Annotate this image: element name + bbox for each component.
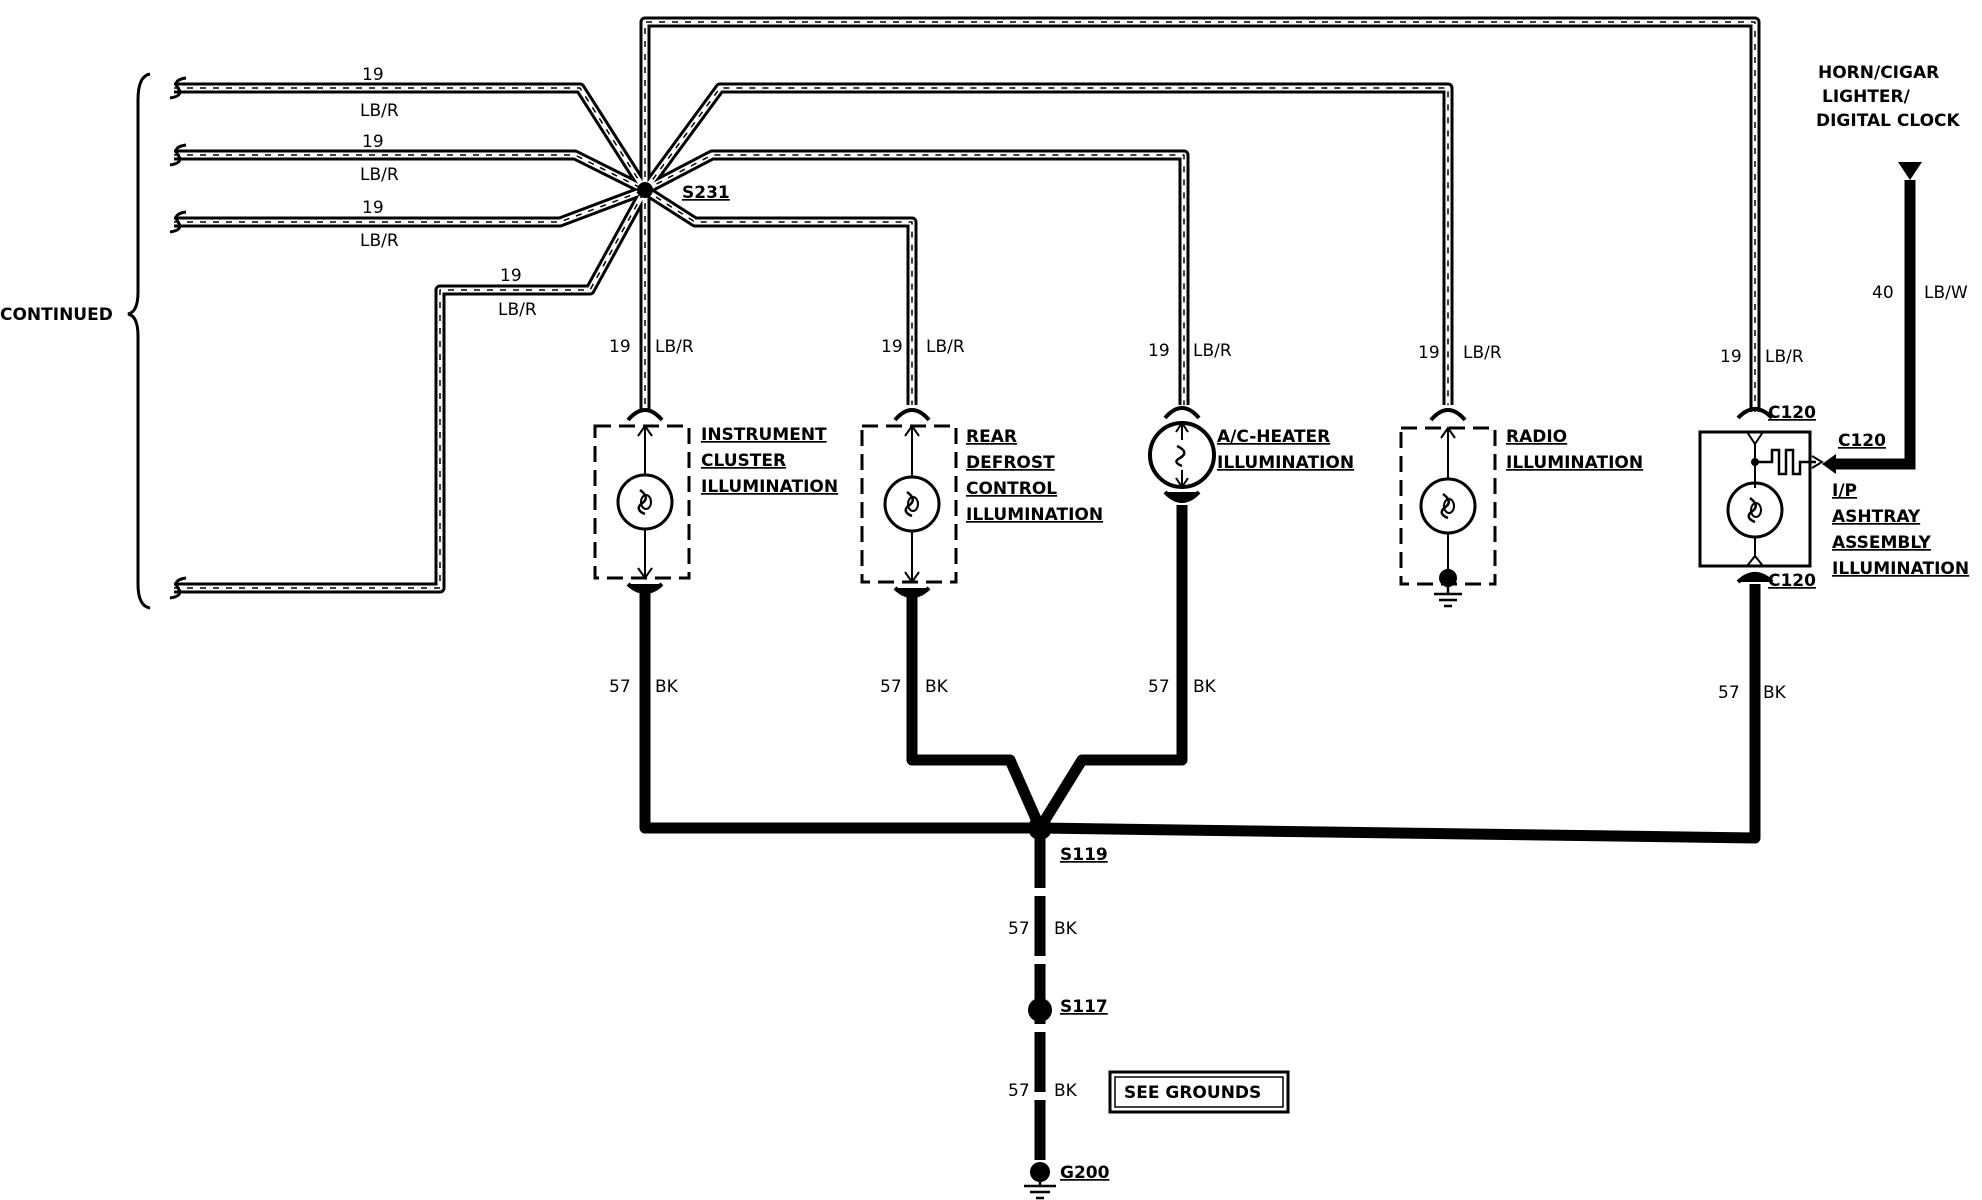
svg-text:BK: BK — [1763, 683, 1787, 703]
svg-text:57: 57 — [609, 677, 631, 697]
splice-s117-label: S117 — [1060, 997, 1108, 1017]
svg-text:19: 19 — [362, 198, 384, 218]
svg-text:57: 57 — [1148, 677, 1170, 697]
svg-text:19: 19 — [609, 337, 631, 357]
ashtray-label-1: I/P — [1832, 481, 1857, 501]
splice-s117-dot — [1028, 998, 1052, 1022]
ashtray-assembly-illumination — [1698, 407, 1824, 584]
svg-text:BK: BK — [1054, 919, 1078, 939]
svg-text:57: 57 — [1008, 919, 1030, 939]
power-wire — [1832, 180, 1916, 470]
rear-defrost-control-illumination — [860, 408, 958, 598]
svg-text:BK: BK — [655, 677, 679, 697]
svg-text:LB/R: LB/R — [360, 101, 399, 121]
svg-text:LB/R: LB/R — [1193, 341, 1232, 361]
c120-right-label: C120 — [1838, 431, 1886, 451]
left-wire-labels: 19 LB/R 19 LB/R 19 LB/R 19 LB/R — [360, 65, 537, 320]
ground-g200-symbol — [1024, 1180, 1056, 1200]
ac-heater-illumination — [1148, 406, 1216, 503]
splice-s119-label: S119 — [1060, 845, 1108, 865]
svg-text:BK: BK — [1054, 1081, 1078, 1101]
ground-g200-dot — [1030, 1162, 1050, 1182]
svg-text:19: 19 — [362, 65, 384, 85]
svg-text:19: 19 — [881, 337, 903, 357]
svg-text:SEE GROUNDS: SEE GROUNDS — [1124, 1083, 1261, 1103]
svg-text:19: 19 — [1418, 343, 1440, 363]
svg-text:57: 57 — [880, 677, 902, 697]
instrument-cluster-label-3: ILLUMINATION — [701, 477, 838, 497]
rear-defrost-label-1: REAR — [966, 427, 1017, 447]
power-wire-color: LB/W — [1924, 283, 1968, 303]
power-wire-circuit: 40 — [1872, 283, 1894, 303]
svg-text:LB/R: LB/R — [655, 337, 694, 357]
power-source-label-1: HORN/CIGAR — [1818, 63, 1939, 83]
svg-text:BK: BK — [925, 677, 949, 697]
svg-text:LB/R: LB/R — [1765, 347, 1804, 367]
c120-top-label: C120 — [1768, 403, 1816, 423]
ac-heater-label-2: ILLUMINATION — [1217, 453, 1354, 473]
svg-text:19: 19 — [1720, 347, 1742, 367]
svg-text:BK: BK — [1193, 677, 1217, 697]
ground-wires — [639, 505, 1761, 1170]
svg-text:57: 57 — [1718, 683, 1740, 703]
splice-s231-label: S231 — [682, 183, 730, 203]
power-wire-arrow — [1822, 454, 1836, 474]
ashtray-label-4: ILLUMINATION — [1832, 559, 1969, 579]
rear-defrost-label-3: CONTROL — [966, 479, 1057, 499]
instrument-cluster-label-2: CLUSTER — [701, 451, 786, 471]
feed-wires — [174, 16, 1761, 594]
svg-text:LB/R: LB/R — [360, 231, 399, 251]
power-source-arrow — [1898, 162, 1922, 180]
rear-defrost-label-2: DEFROST — [966, 453, 1055, 473]
ashtray-label-3: ASSEMBLY — [1832, 533, 1932, 553]
ac-heater-label-1: A/C-HEATER — [1217, 427, 1330, 447]
svg-text:19: 19 — [500, 266, 522, 286]
radio-ground-symbol — [1434, 586, 1462, 608]
radio-illumination — [1399, 408, 1497, 587]
radio-label-1: RADIO — [1506, 427, 1567, 447]
continued-label: CONTINUED — [0, 305, 113, 325]
splice-s119-dot — [1028, 816, 1052, 840]
ashtray-label-2: ASHTRAY — [1832, 507, 1921, 527]
svg-text:LB/R: LB/R — [1463, 343, 1502, 363]
continued-brace — [127, 72, 151, 610]
svg-text:LB/R: LB/R — [926, 337, 965, 357]
see-grounds-box: SEE GROUNDS — [1108, 1070, 1290, 1114]
instrument-cluster-illumination — [593, 408, 691, 594]
svg-text:LB/R: LB/R — [498, 300, 537, 320]
ground-wire-labels: 57 BK 57 BK 57 BK 57 BK 57 BK 57 BK — [609, 677, 1787, 1101]
power-source-label-2: LIGHTER/ — [1822, 87, 1911, 107]
radio-label-2: ILLUMINATION — [1506, 453, 1643, 473]
svg-text:57: 57 — [1008, 1081, 1030, 1101]
power-source-label-3: DIGITAL CLOCK — [1816, 111, 1961, 131]
rear-defrost-label-4: ILLUMINATION — [966, 505, 1103, 525]
svg-text:19: 19 — [1148, 341, 1170, 361]
instrument-cluster-label-1: INSTRUMENT — [701, 425, 827, 445]
splice-s231-dot — [637, 182, 653, 198]
ground-g200-label: G200 — [1060, 1163, 1110, 1183]
svg-text:LB/R: LB/R — [360, 165, 399, 185]
svg-text:19: 19 — [362, 132, 384, 152]
drop-wire-labels: 19 LB/R 19 LB/R 19 LB/R 19 LB/R 19 LB/R — [609, 337, 1804, 367]
continued-wire-ends — [169, 76, 187, 600]
c120-bottom-label: C120 — [1768, 571, 1816, 591]
